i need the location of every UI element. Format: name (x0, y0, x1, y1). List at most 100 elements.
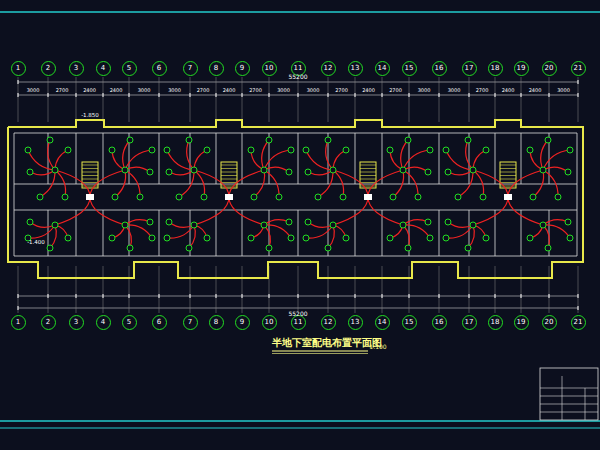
axis-line (549, 77, 550, 122)
dimension-tick (269, 294, 270, 298)
wire (543, 167, 568, 172)
axis-line (549, 266, 550, 313)
light-fixture (266, 137, 272, 143)
stair-tread (500, 175, 516, 176)
axis-line (409, 266, 410, 313)
axis-number: 11 (294, 65, 303, 72)
dimension-tick (242, 93, 243, 97)
dimension-tick (549, 93, 550, 97)
axis-bubble: 10 (262, 61, 277, 76)
axis-bubble: 4 (96, 61, 111, 76)
wire (169, 170, 194, 175)
distribution-box (504, 194, 512, 200)
axis-number: 13 (351, 65, 360, 72)
wire (264, 170, 279, 197)
dimension-tick (18, 93, 19, 97)
partition-wall (355, 210, 356, 256)
light-fixture (483, 235, 489, 241)
dimension-text: 3000 (27, 88, 40, 93)
title-underline (272, 350, 368, 351)
stair-tread (360, 186, 376, 187)
corridor-wall (14, 210, 577, 211)
axis-number: 10 (265, 65, 274, 72)
wire (90, 170, 125, 197)
wire (333, 170, 344, 197)
stair-tread (360, 172, 376, 173)
wire (403, 167, 428, 172)
stair-tread (221, 168, 237, 169)
axis-number: 12 (324, 65, 333, 72)
dimension-tick (48, 93, 49, 97)
wire (125, 170, 140, 197)
light-fixture (427, 147, 433, 153)
distribution-box (225, 194, 233, 200)
axis-number: 15 (405, 65, 414, 72)
scale-label: 1:100 (369, 344, 386, 350)
wiring (306, 140, 430, 248)
title-block-frame (540, 368, 598, 420)
light-fixture (425, 219, 431, 225)
dimension-tick (159, 93, 160, 97)
axis-bubble: 13 (348, 61, 363, 76)
wire (254, 170, 265, 197)
axis-line (103, 266, 104, 313)
axis-line (382, 266, 383, 313)
wire (333, 150, 346, 170)
light-fixture (390, 194, 396, 200)
axis-number: 18 (491, 65, 500, 72)
partition-wall (242, 210, 243, 256)
wire (125, 225, 152, 238)
partition-wall (495, 133, 496, 184)
light-fixture (248, 147, 254, 153)
dimension-tick (578, 93, 579, 97)
light-fixture (545, 137, 551, 143)
wire (167, 150, 194, 170)
light-fixture (122, 222, 128, 228)
dimension-tick (578, 80, 579, 84)
light-fixture (445, 169, 451, 175)
wire (446, 150, 473, 170)
axis-line (382, 77, 383, 122)
wire (306, 150, 333, 170)
dimension-tick (129, 93, 130, 97)
wire (125, 220, 150, 225)
stair-tread (82, 182, 98, 183)
wire (368, 197, 403, 225)
light-fixture (65, 147, 71, 153)
axis-number: 13 (351, 319, 360, 326)
axis-line (298, 77, 299, 122)
light-fixture (204, 147, 210, 153)
axis-bubble: 18 (488, 61, 503, 76)
dimension-tick (159, 294, 160, 298)
stair-tread (221, 182, 237, 183)
wire (123, 140, 130, 170)
dimension-tick (216, 93, 217, 97)
wire (55, 170, 90, 197)
light-fixture (527, 147, 533, 153)
dimension-tick (578, 294, 579, 298)
outer-wall (8, 120, 583, 278)
wire (473, 150, 486, 170)
wire (262, 140, 269, 170)
axis-number: 2 (46, 319, 50, 326)
wire (543, 225, 570, 238)
dimension-text: 2400 (529, 88, 542, 93)
partition-wall (103, 133, 104, 184)
partition-wall (216, 133, 217, 184)
wire (30, 222, 55, 227)
wire (115, 170, 126, 197)
dimension-text: 2700 (56, 88, 69, 93)
partition-wall (439, 133, 440, 184)
dimension-tick (103, 294, 104, 298)
light-fixture (343, 147, 349, 153)
dimension-tick (495, 294, 496, 298)
axis-bubble: 19 (514, 61, 529, 76)
dimension-tick (409, 294, 410, 298)
title-block (540, 368, 598, 420)
title-block-rule (540, 396, 598, 397)
axis-bubble: 19 (514, 315, 529, 330)
dimension-text: 2400 (110, 88, 123, 93)
axis-number: 14 (378, 319, 387, 326)
dimension-tick (495, 93, 496, 97)
dimension-text: 2700 (197, 88, 210, 93)
